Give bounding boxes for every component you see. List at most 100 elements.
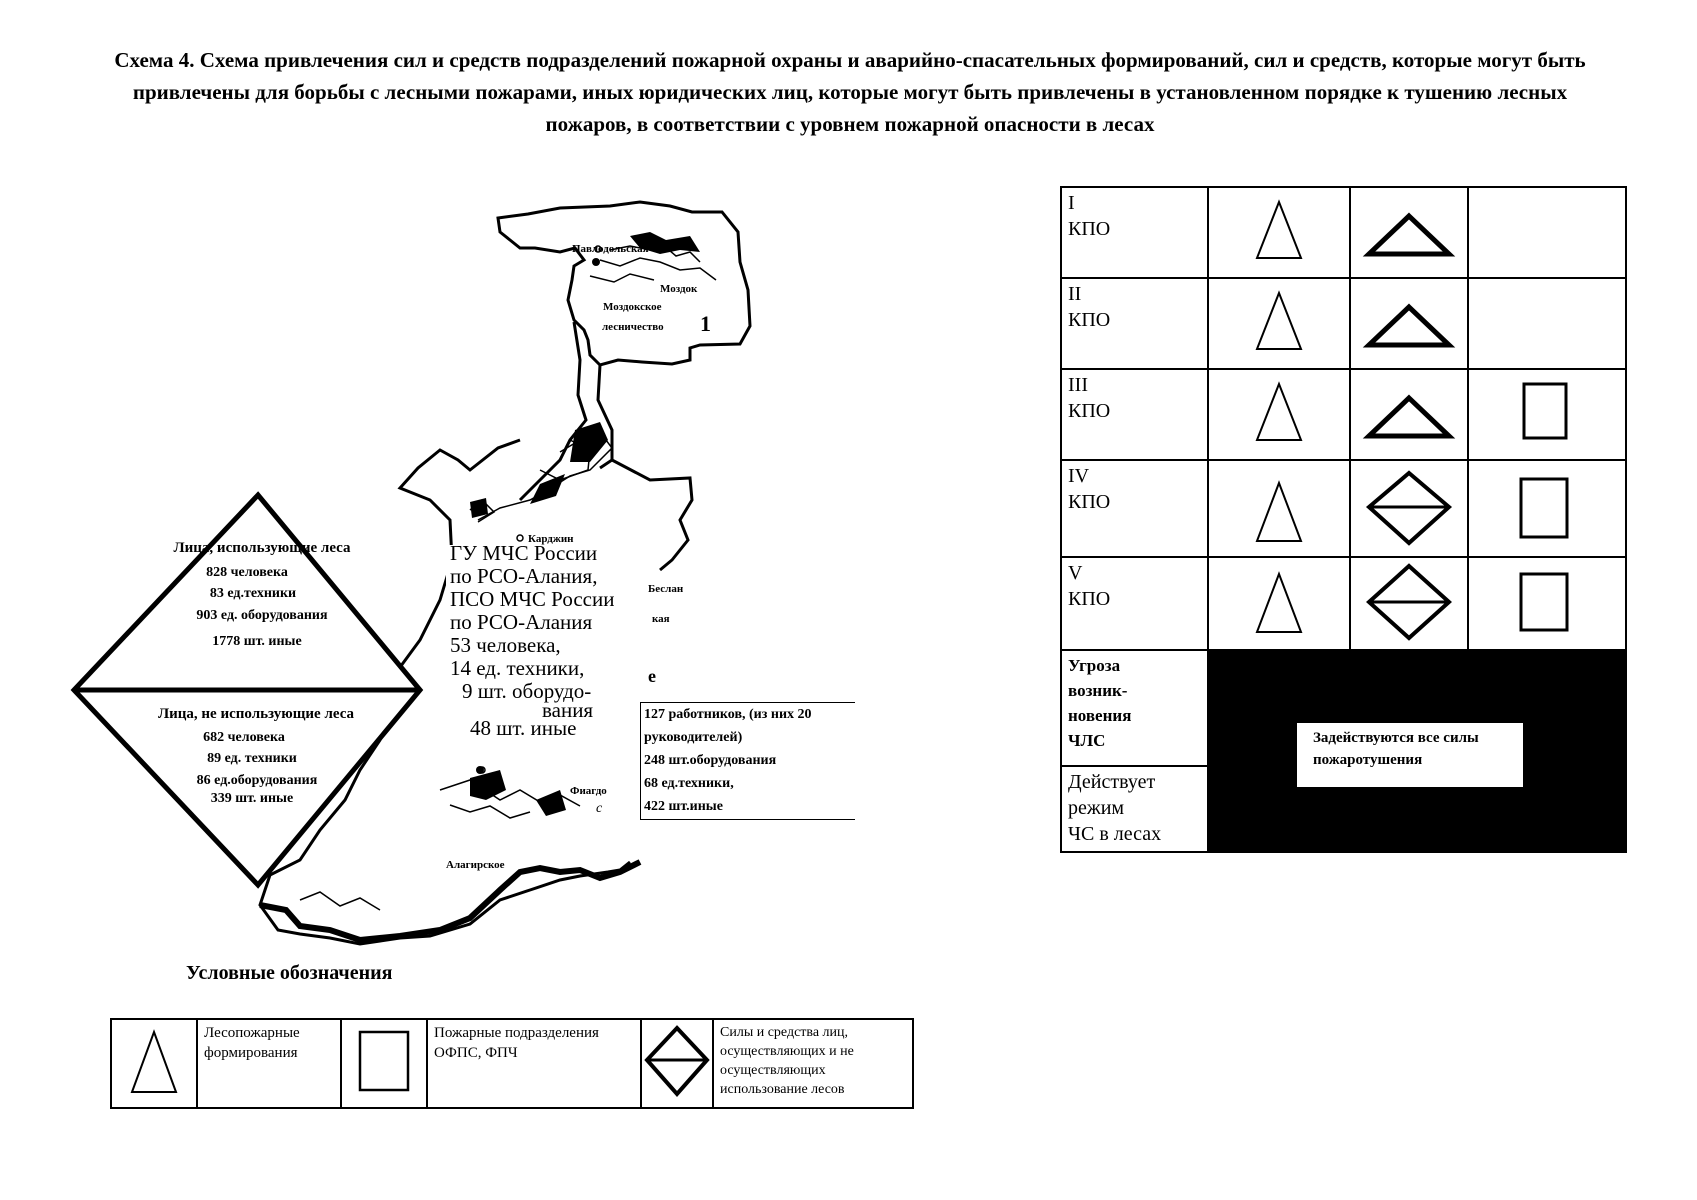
mchs-line-3: ПСО МЧС России <box>450 587 615 611</box>
kpo-level-num: IV <box>1068 465 1090 487</box>
kpo-cell-fire-units <box>1467 556 1627 651</box>
map-border-south <box>259 859 642 944</box>
diamond-top-equipment: 903 ед. оборудования <box>196 608 328 623</box>
triangle-icon <box>1255 480 1303 542</box>
kpo-row-emergency: Действует режим ЧС в лесах <box>1060 765 1626 853</box>
all-forces-label: Задействуются все силы пожаротушения <box>1297 723 1523 787</box>
diamond-icon <box>1365 470 1453 546</box>
kpo-level-cell: II КПО <box>1060 277 1209 370</box>
diamond-top-people: 828 человека <box>206 565 288 580</box>
kpo-cell-fire-units <box>1467 277 1627 370</box>
emergency-line-1: Действует <box>1068 771 1156 793</box>
emergency-line-3: ЧС в лесах <box>1068 823 1162 845</box>
workers-line-3: 248 шт.оборудования <box>644 753 777 768</box>
kpo-cell-forest <box>1207 368 1351 461</box>
kpo-row-1: I КПО <box>1060 186 1627 279</box>
persons-diamond <box>70 491 424 889</box>
kpo-level-label: КПО <box>1068 309 1111 331</box>
legend-forest-fire: Лесопожарные формирования <box>196 1018 342 1109</box>
diamond-top-vehicles: 83 ед.техники <box>210 586 296 601</box>
triangle-icon <box>1255 381 1303 441</box>
workers-line-5: 422 шт.иные <box>644 799 723 814</box>
region-map: Павлодольская Моздок Моздокское лесничес… <box>70 200 752 946</box>
mchs-line-6: 14 ед. техники, <box>450 656 585 680</box>
kpo-cell-forest <box>1207 186 1351 279</box>
map-label-mozdok: Моздок <box>660 283 698 295</box>
kpo-cell-fire-units <box>1467 368 1627 461</box>
map-label-fiagdon: Фиагдо <box>570 785 607 797</box>
all-forces-block: Задействуются все силы пожаротушения <box>1207 649 1627 853</box>
triangle-icon <box>1255 290 1303 350</box>
kpo-level-num: II <box>1068 283 1082 305</box>
kpo-cell-forest <box>1207 556 1351 651</box>
mchs-forces: ГУ МЧС России по РСО-Алания, ПСО МЧС Рос… <box>450 542 614 740</box>
map-label-alagir: Алагирское <box>446 859 505 871</box>
kpo-cell-fire-units <box>1467 459 1627 558</box>
diamond-bottom-heading: Лица, не использующие леса <box>158 706 355 722</box>
kpo-level-cell: IV КПО <box>1060 459 1209 558</box>
bold-triangle-icon <box>1362 212 1456 257</box>
threat-line-3: новения <box>1068 706 1132 725</box>
map-label-forestry-2: лесничество <box>602 321 664 333</box>
mchs-line-7: 9 шт. оборудо- <box>462 679 592 703</box>
mchs-line-9: 48 шт. иные <box>470 716 577 740</box>
map-label-partial-2: е <box>648 666 656 686</box>
kpo-cell-persons <box>1349 556 1469 651</box>
workers-line-2: руководителей) <box>644 730 743 745</box>
bold-triangle-icon <box>1362 303 1456 348</box>
square-icon <box>358 1030 410 1092</box>
legend-title: Условные обозначения <box>186 962 393 984</box>
legend-fire-units: Пожарные подразделения ОФПС, ФПЧ <box>426 1018 642 1109</box>
kpo-row-threat: Угроза возник- новения ЧЛС Задействуются… <box>1060 649 1627 853</box>
square-icon <box>1522 382 1568 440</box>
map-label-pavlodolskaya: Павлодольская <box>572 243 649 255</box>
kpo-row-5: V КПО <box>1060 556 1627 651</box>
kpo-level-label: КПО <box>1068 588 1111 610</box>
mchs-line-2: по РСО-Алания, <box>450 564 598 588</box>
workers-line-1: 127 работников, (из них 20 <box>644 707 812 722</box>
square-icon <box>1519 477 1569 539</box>
diamond-bottom-equipment: 86 ед.оборудования <box>197 773 318 788</box>
triangle-icon <box>1255 199 1303 259</box>
triangle-icon <box>130 1029 178 1093</box>
kpo-cell-forest <box>1207 459 1351 558</box>
kpo-cell-persons <box>1349 277 1469 370</box>
map-outline-north <box>496 200 752 367</box>
triangle-icon <box>1255 571 1303 633</box>
kpo-row-4: IV КПО <box>1060 459 1627 558</box>
kpo-threat-cell: Угроза возник- новения ЧЛС <box>1060 649 1209 767</box>
diamond-bottom-vehicles: 89 ед. техники <box>207 751 297 766</box>
workers-box: 127 работников, (из них 20 руководителей… <box>640 702 855 820</box>
legend-diamond-cell <box>640 1018 714 1109</box>
mchs-line-4: по РСО-Алания <box>450 610 593 634</box>
legend-table: Лесопожарные формирования Пожарные подра… <box>110 1018 914 1109</box>
kpo-level-label: КПО <box>1068 400 1111 422</box>
map-label-karjin: Карджин <box>528 533 574 545</box>
map-outline-south <box>258 438 631 946</box>
legend-triangle-cell <box>110 1018 198 1109</box>
kpo-cell-persons <box>1349 368 1469 461</box>
map-label-partial-3: с <box>596 801 603 816</box>
map-label-beslan: Беслан <box>648 583 684 595</box>
diamond-icon <box>1366 563 1452 641</box>
threat-line-4: ЧЛС <box>1068 731 1106 750</box>
square-icon <box>1519 572 1569 632</box>
kpo-level-cell: III КПО <box>1060 368 1209 461</box>
kpo-cell-persons <box>1349 186 1469 279</box>
kpo-cell-fire-units <box>1467 186 1627 279</box>
diamond-bottom-people: 682 человека <box>203 730 285 745</box>
kpo-level-label: КПО <box>1068 218 1111 240</box>
kpo-level-num: V <box>1068 562 1083 584</box>
kpo-row-2: II КПО <box>1060 277 1627 370</box>
threat-line-1: Угроза <box>1068 656 1121 675</box>
map-label-forestry-1: Моздокское <box>603 301 662 313</box>
diamond-icon <box>644 1025 710 1098</box>
kpo-cell-persons <box>1349 459 1469 558</box>
emergency-line-2: режим <box>1068 797 1125 819</box>
kpo-cell-forest <box>1207 277 1351 370</box>
diamond-top-heading: Лица, использующие леса <box>173 540 351 556</box>
page-title: Схема 4. Схема привлечения сил и средств… <box>114 48 1586 136</box>
workers-line-4: 68 ед.техники, <box>644 776 734 791</box>
kpo-emergency-cell: Действует режим ЧС в лесах <box>1060 765 1209 853</box>
kpo-row-3: III КПО <box>1060 368 1627 461</box>
